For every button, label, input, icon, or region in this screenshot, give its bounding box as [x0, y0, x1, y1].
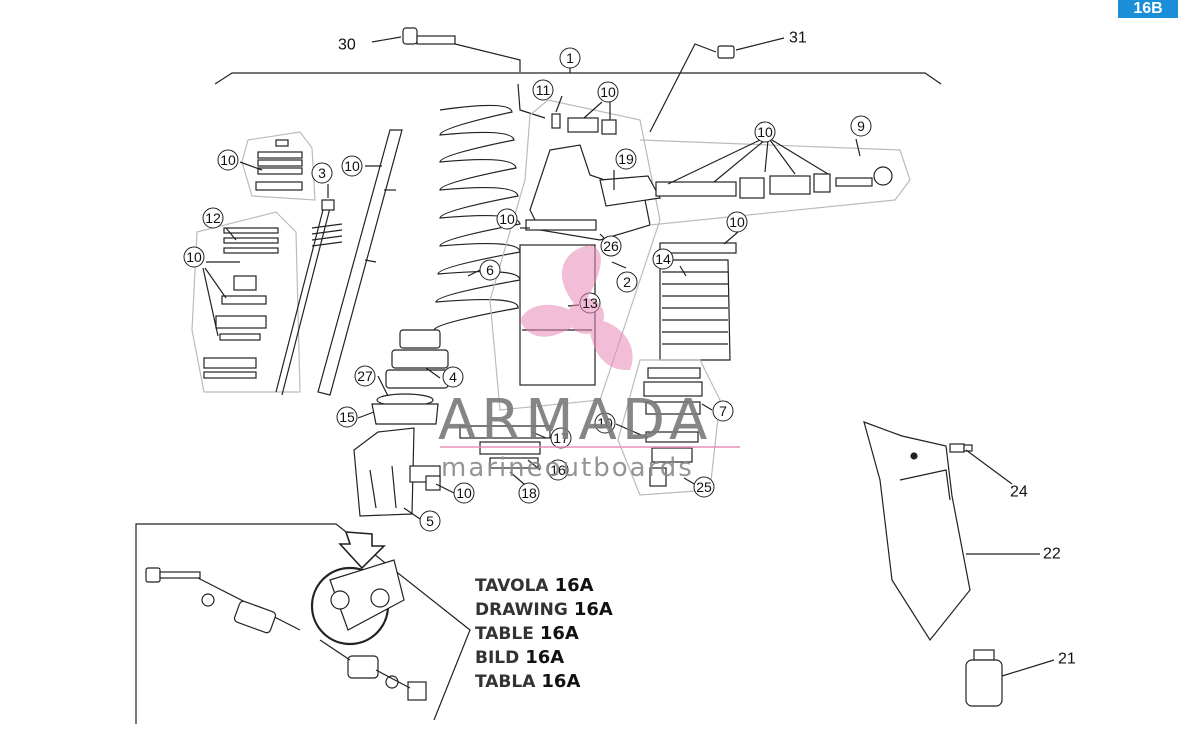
- callout-7: 7: [719, 403, 727, 419]
- callout-10-rod: 10: [344, 158, 360, 174]
- reference-word: TABLE: [475, 624, 534, 644]
- callout-13: 13: [582, 295, 598, 311]
- callout-10-shaft: 10: [186, 249, 202, 265]
- screw-24: [949, 443, 1013, 485]
- reference-number: 16A: [525, 647, 565, 668]
- reference-word: TABLA: [475, 672, 536, 692]
- bottle-21: [965, 649, 1055, 707]
- reference-word: TAVOLA: [475, 576, 549, 596]
- callout-27: 27: [357, 368, 373, 384]
- inset-bolt: [145, 531, 427, 701]
- callout-9: 9: [857, 118, 865, 134]
- callout-10-left: 10: [220, 152, 236, 168]
- callout-16: 16: [550, 462, 566, 478]
- callout-21: 21: [1058, 651, 1076, 668]
- reference-number: 16A: [541, 671, 581, 692]
- callout-6: 6: [486, 262, 494, 278]
- callout-10-adjuster: 10: [757, 124, 773, 140]
- callout-3: 3: [318, 165, 326, 181]
- callout-26: 26: [603, 238, 619, 254]
- callout-19: 19: [618, 151, 634, 167]
- callout-10-lower: 10: [597, 415, 613, 431]
- reference-number: 16A: [554, 575, 594, 596]
- callout-11: 11: [536, 82, 551, 98]
- inset-frame: [135, 523, 471, 724]
- watermark-logo: [520, 245, 633, 371]
- callout-10-clevis: 10: [456, 485, 472, 501]
- bump-rubber-4: [385, 329, 449, 389]
- main-spring-6: [433, 104, 521, 331]
- callout-12: 12: [205, 210, 221, 226]
- callout-1: 1: [566, 50, 574, 66]
- clevis-5: [353, 427, 441, 517]
- callout-24: 24: [1010, 484, 1028, 501]
- callout-10-bellows: 10: [729, 214, 745, 230]
- callout-25: 25: [696, 479, 712, 495]
- mudguard-22: [863, 421, 1040, 642]
- callout-10-body: 10: [499, 211, 515, 227]
- reference-word: BILD: [475, 648, 520, 668]
- bolt-30: [371, 27, 521, 72]
- reference-number: 16A: [573, 599, 613, 620]
- callout-10-top: 10: [600, 84, 616, 100]
- watermark-brand: ARMADA: [438, 388, 713, 453]
- callout-18: 18: [521, 485, 537, 501]
- nut-31: [649, 37, 785, 133]
- watermark-tagline: marineoutboards: [441, 453, 694, 483]
- callout-4: 4: [449, 369, 457, 385]
- callout-5: 5: [426, 513, 434, 529]
- page-corner-badge: 16B: [1118, 0, 1178, 18]
- callout-14: 14: [655, 251, 671, 267]
- callout-22: 22: [1043, 546, 1061, 563]
- callout-17: 17: [553, 430, 569, 446]
- callout-31: 31: [789, 30, 807, 47]
- callout-30: 30: [338, 37, 356, 54]
- callout-2: 2: [623, 274, 631, 290]
- reference-number: 16A: [539, 623, 579, 644]
- callout-15: 15: [339, 409, 355, 425]
- reservoir-19: [599, 166, 893, 207]
- assembly-bracket: [214, 72, 942, 85]
- bellows-14: [659, 242, 737, 361]
- reference-word: DRAWING: [475, 600, 568, 620]
